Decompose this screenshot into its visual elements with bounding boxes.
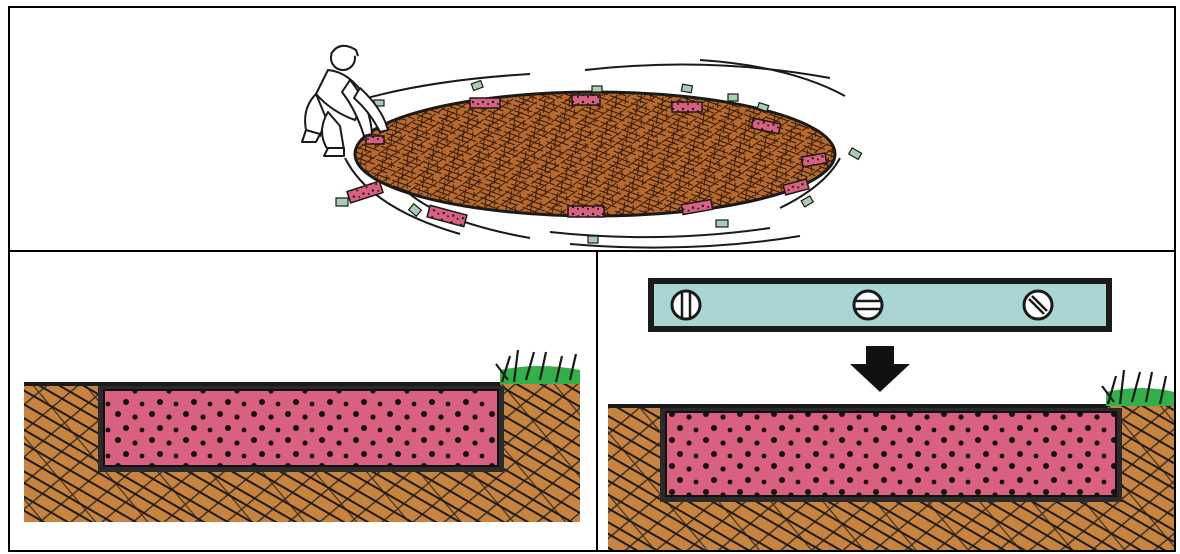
stone — [409, 204, 422, 217]
mulch-texture — [357, 94, 833, 214]
level-check-scene — [598, 252, 1174, 550]
top-illustration-panel — [8, 6, 1176, 256]
paver — [470, 98, 500, 108]
mulch-bed-scene — [10, 8, 1174, 254]
bottom-right-illustration-panel — [596, 250, 1176, 552]
stone — [592, 86, 602, 92]
grass-icon — [496, 350, 580, 384]
stone — [716, 220, 728, 227]
bottom-left-illustration-panel — [8, 250, 598, 552]
stone — [849, 148, 862, 160]
paver-block — [104, 390, 498, 466]
paver — [672, 102, 702, 112]
stone — [801, 196, 813, 207]
paver-block — [666, 412, 1116, 496]
paver — [427, 205, 467, 226]
spirit-level-icon — [648, 278, 1112, 332]
paver — [568, 206, 604, 217]
stone — [336, 198, 348, 206]
stone — [588, 236, 598, 243]
grass-icon — [1102, 370, 1174, 406]
stone — [728, 94, 738, 101]
paver-cross-section — [10, 252, 596, 550]
stone — [681, 84, 692, 93]
paver — [366, 136, 384, 144]
down-arrow-icon — [850, 346, 910, 392]
paver — [572, 95, 600, 105]
stone — [471, 80, 483, 90]
